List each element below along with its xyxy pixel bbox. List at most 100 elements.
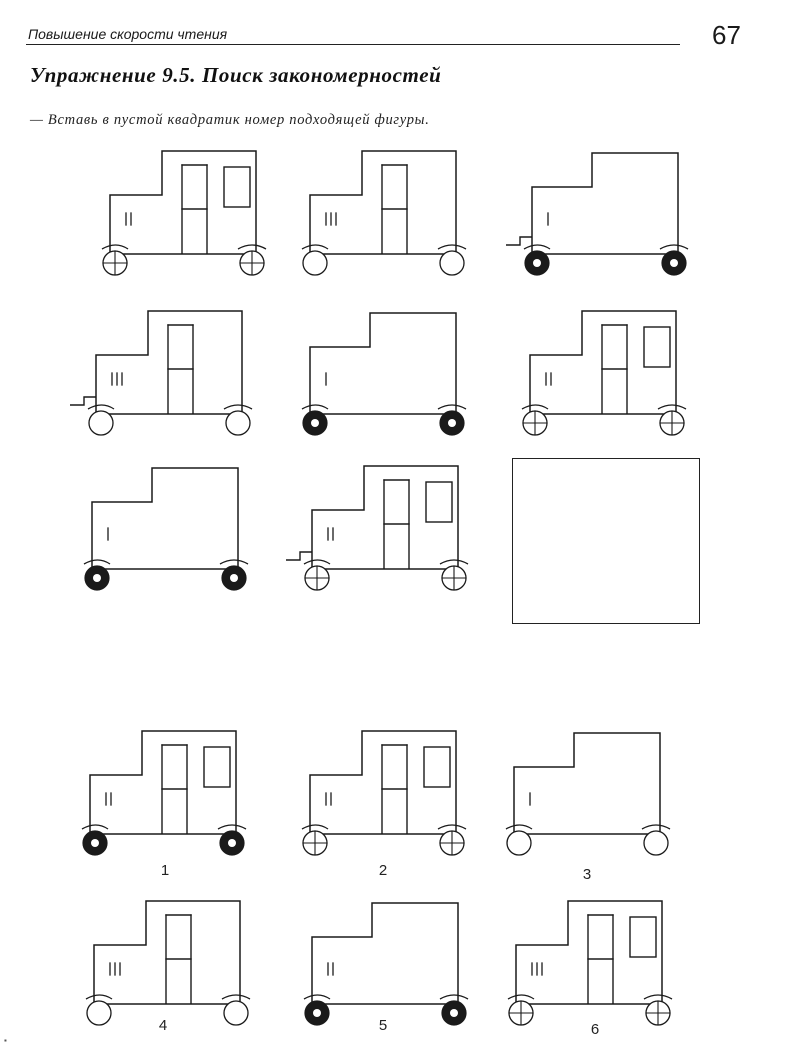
fender-rear (221, 994, 251, 1000)
front-wheel (88, 410, 114, 436)
fender-rear (237, 244, 267, 250)
car-body (303, 902, 469, 1026)
option-figure-2 (301, 730, 467, 856)
front-wheel (506, 830, 532, 856)
fender-front (507, 994, 535, 1000)
fender-front (85, 994, 113, 1000)
rear-wheel (223, 1000, 249, 1026)
car-body (301, 730, 467, 856)
option-label-4[interactable]: 4 (158, 1017, 168, 1034)
car-outline (91, 467, 239, 570)
front-wheel (86, 1000, 112, 1026)
fender-rear (439, 559, 469, 565)
rear-wheel (439, 250, 465, 276)
option-label-2[interactable]: 2 (378, 862, 388, 879)
front-wheel-hub (533, 259, 541, 267)
fender-rear (659, 244, 689, 250)
side-window (223, 166, 251, 208)
option-label-6[interactable]: 6 (590, 1021, 600, 1038)
fender-front (83, 559, 111, 565)
front-wheel (302, 250, 328, 276)
rear-wheel (643, 830, 669, 856)
fender-front (505, 824, 533, 830)
fender-rear (217, 824, 247, 830)
fender-front (101, 244, 129, 250)
option-label-3[interactable]: 3 (582, 866, 592, 883)
page-number: 67 (712, 20, 741, 50)
side-window (643, 326, 671, 368)
corner-mark: ▪ (4, 1036, 7, 1045)
rear-wheel (225, 410, 251, 436)
car-body (505, 732, 671, 856)
front-wheel-hub (311, 419, 319, 427)
option-label-1[interactable]: 1 (160, 862, 170, 879)
grid-figure-r1-c2 (301, 150, 467, 276)
side-window (629, 916, 657, 958)
option-figure-5 (303, 902, 469, 1026)
car-outline (95, 310, 243, 415)
rear-wheel-hub (448, 419, 456, 427)
rear-wheel-hub (670, 259, 678, 267)
car-body (506, 152, 689, 276)
fender-front (521, 404, 549, 410)
fender-rear (657, 404, 687, 410)
fender-rear (223, 404, 253, 410)
fender-front (81, 824, 109, 830)
running-step (286, 551, 312, 561)
front-wheel-hub (91, 839, 99, 847)
grid-figure-r2-c1 (70, 310, 253, 436)
car-body (85, 900, 251, 1026)
option-label-5[interactable]: 5 (378, 1017, 388, 1034)
car-body (83, 467, 249, 591)
header-rule (26, 44, 680, 45)
running-head: Повышение скорости чтения (28, 26, 228, 42)
rear-wheel-hub (230, 574, 238, 582)
car-outline (309, 312, 457, 415)
running-step (70, 396, 96, 406)
fender-rear (437, 824, 467, 830)
side-window (203, 746, 231, 788)
fender-rear (439, 994, 469, 1000)
grid-figure-r2-c3 (521, 310, 687, 436)
grid-figure-r3-c2 (286, 465, 469, 591)
front-wheel-hub (93, 574, 101, 582)
rear-wheel-hub (450, 1009, 458, 1017)
car-body (521, 310, 687, 436)
car-body (81, 730, 247, 856)
fender-front (523, 244, 551, 250)
fender-front (303, 994, 331, 1000)
option-figure-1 (81, 730, 247, 856)
fender-rear (643, 994, 673, 1000)
fender-rear (219, 559, 249, 565)
grid-figure-r1-c1 (101, 150, 267, 276)
grid-figure-r1-c3 (506, 152, 689, 276)
side-window (425, 481, 453, 523)
exercise-title: Упражнение 9.5. Поиск закономерностей (30, 63, 442, 87)
side-window (423, 746, 451, 788)
fender-front (301, 404, 329, 410)
car-body (70, 310, 253, 436)
car-body (301, 150, 467, 276)
exercise-instruction: — Вставь в пустой квадратик номер подход… (30, 112, 430, 128)
fender-rear (437, 244, 467, 250)
car-body (101, 150, 267, 276)
car-outline (309, 150, 457, 255)
car-outline (311, 902, 459, 1005)
front-wheel-hub (313, 1009, 321, 1017)
car-body (301, 312, 467, 436)
car-outline (531, 152, 679, 255)
car-body (507, 900, 673, 1026)
fender-rear (641, 824, 671, 830)
option-figure-3 (505, 732, 671, 856)
option-figure-4 (85, 900, 251, 1026)
grid-figure-r2-c2 (301, 312, 467, 436)
car-outline (513, 732, 661, 835)
fender-front (301, 244, 329, 250)
fender-front (87, 404, 115, 410)
grid-figure-r3-c1 (83, 467, 249, 591)
fender-front (301, 824, 329, 830)
option-figure-6 (507, 900, 673, 1026)
fender-front (303, 559, 331, 565)
car-body (286, 465, 469, 591)
answer-box[interactable] (512, 458, 700, 624)
